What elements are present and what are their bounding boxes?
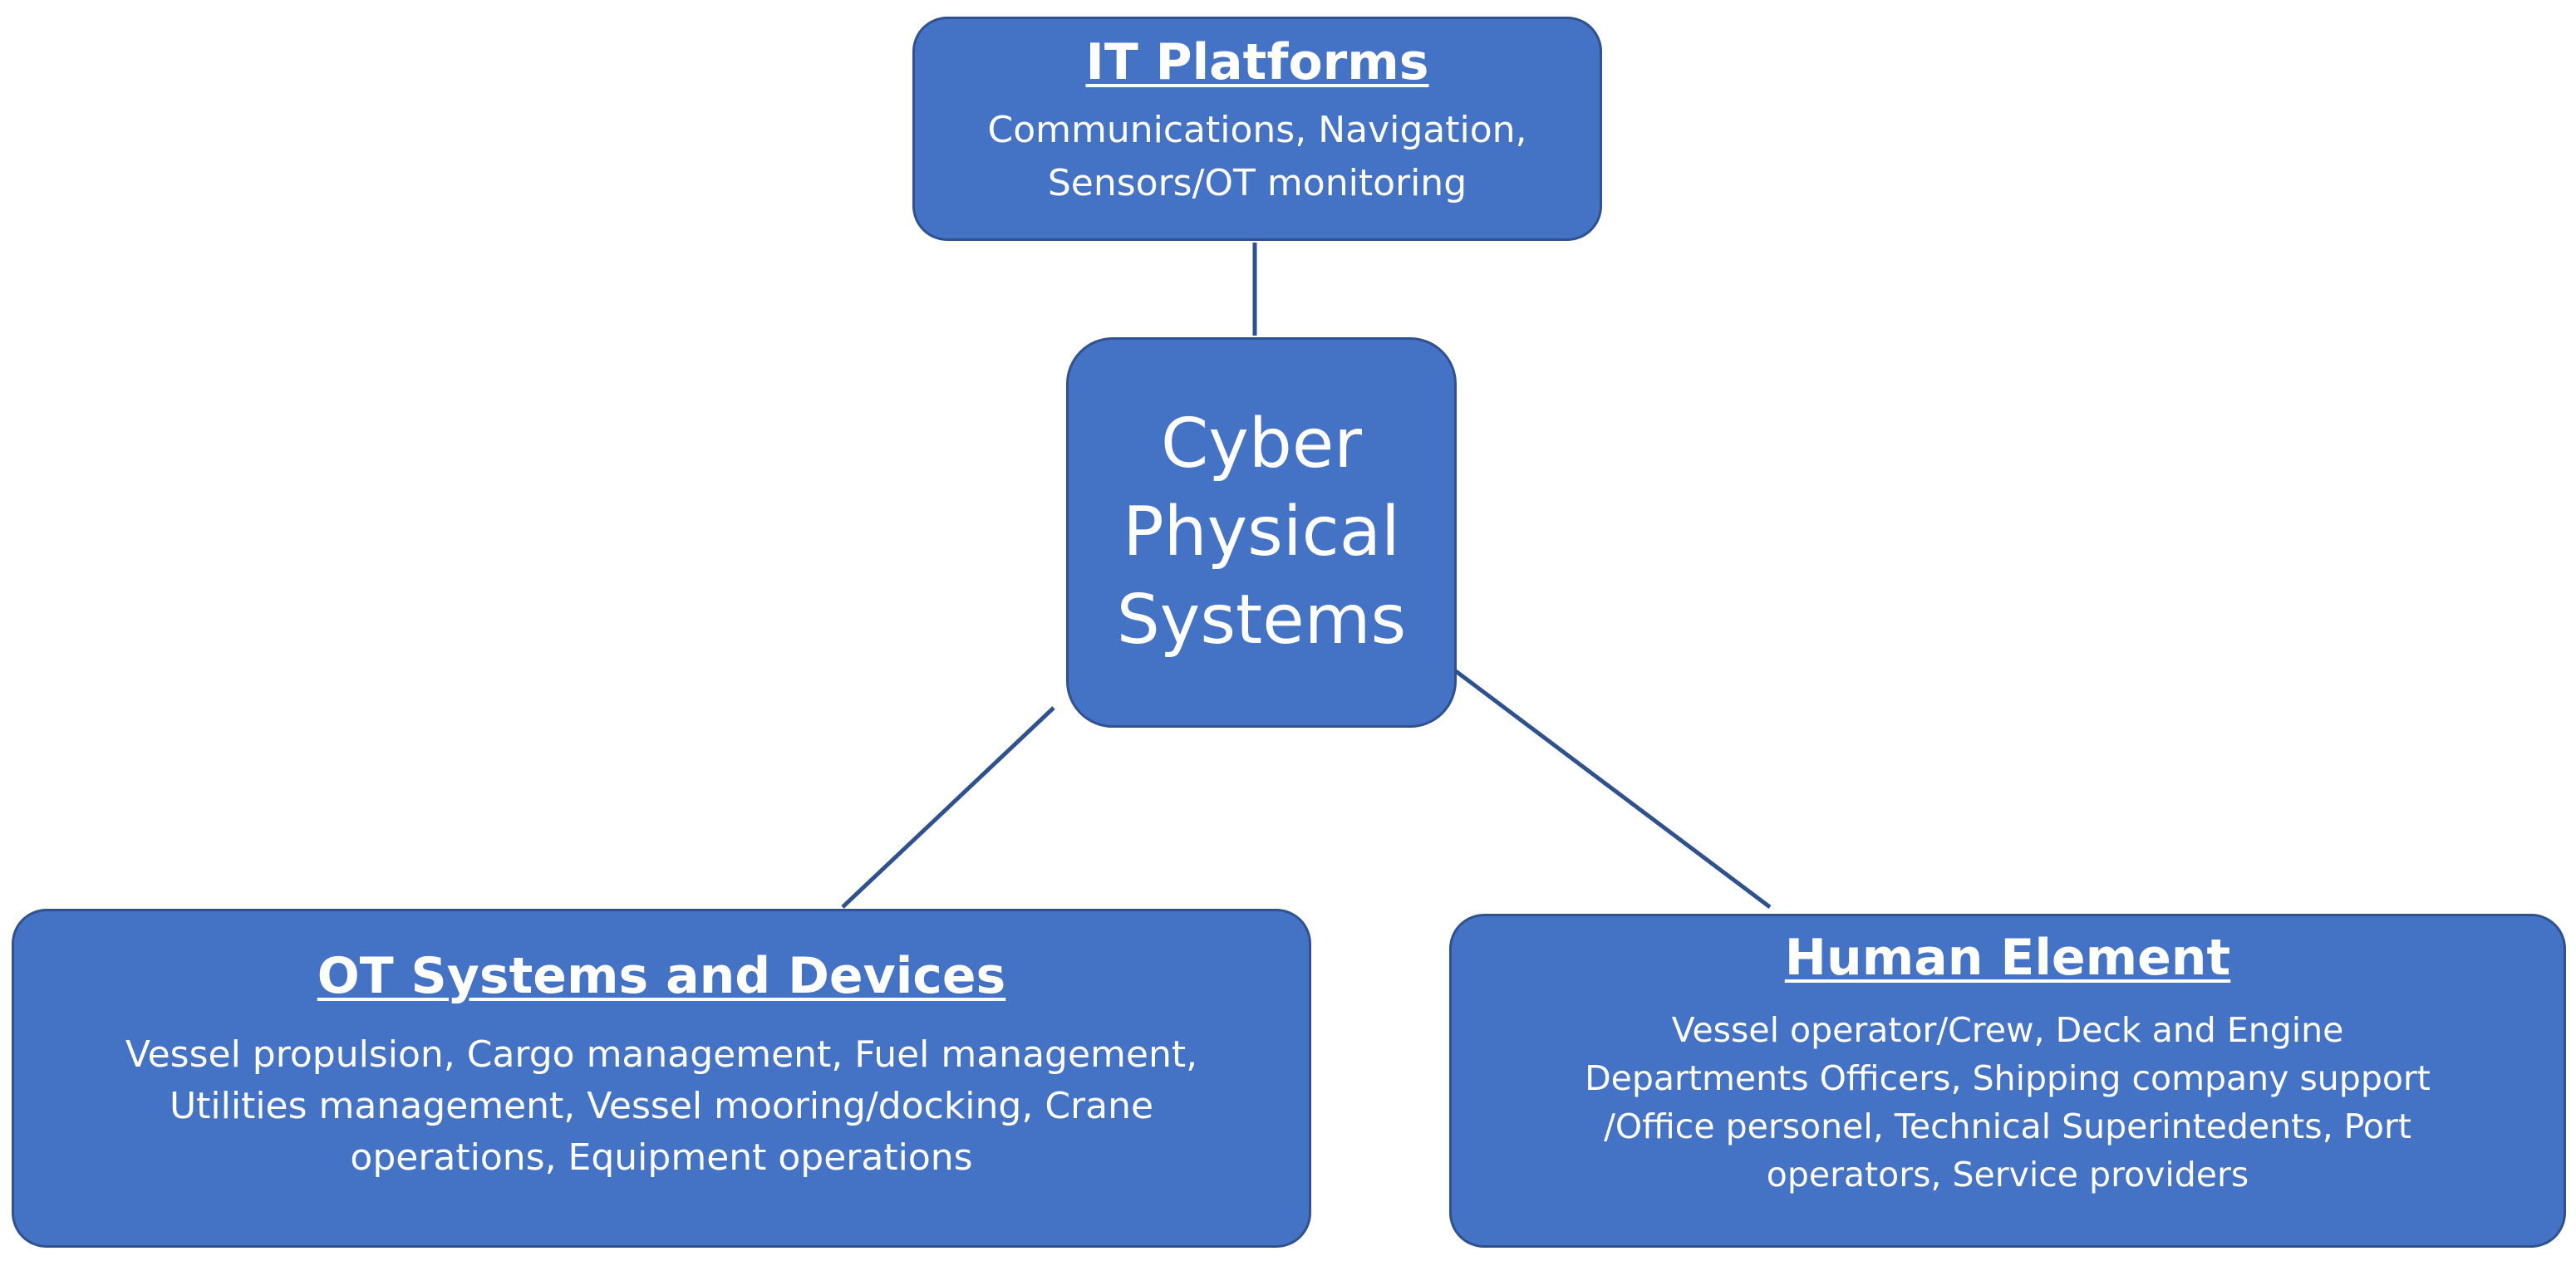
human-element-line: Departments Officers, Shipping company s… <box>1585 1058 2431 1098</box>
human-element-box: Human Element Vessel operator/Crew, Deck… <box>1449 914 2566 1248</box>
human-element-line: operators, Service providers <box>1766 1155 2249 1195</box>
cyber-physical-systems-line: Physical <box>1123 493 1400 572</box>
connector-center-to-human <box>1454 670 1772 909</box>
cyber-physical-systems-box: Cyber Physical Systems <box>1066 337 1457 728</box>
ot-systems-line: Vessel propulsion, Cargo management, Fue… <box>125 1033 1198 1076</box>
ot-systems-box: OT Systems and Devices Vessel propulsion… <box>12 909 1311 1248</box>
ot-systems-line: Utilities management, Vessel mooring/doc… <box>169 1085 1154 1127</box>
human-element-line: /Office personel, Technical Superinteden… <box>1604 1106 2411 1146</box>
human-element-description: Vessel operator/Crew, Deck and Engine De… <box>1585 1006 2431 1199</box>
it-platforms-box: IT Platforms Communications, Navigation,… <box>912 17 1602 241</box>
cyber-physical-systems-line: Systems <box>1116 581 1407 660</box>
ot-systems-title: OT Systems and Devices <box>317 947 1006 1005</box>
ot-systems-description: Vessel propulsion, Cargo management, Fue… <box>125 1029 1197 1184</box>
human-element-line: Vessel operator/Crew, Deck and Engine <box>1671 1010 2344 1050</box>
it-platforms-title: IT Platforms <box>1085 33 1429 91</box>
it-platforms-line: Sensors/OT monitoring <box>1047 162 1467 204</box>
it-platforms-description: Communications, Navigation, Sensors/OT m… <box>988 104 1527 210</box>
ot-systems-line: operations, Equipment operations <box>350 1136 973 1179</box>
human-element-title: Human Element <box>1784 929 2231 987</box>
it-platforms-line: Communications, Navigation, <box>987 109 1527 151</box>
cyber-physical-systems-line: Cyber <box>1161 405 1362 483</box>
connector-center-to-ot <box>841 706 1055 909</box>
